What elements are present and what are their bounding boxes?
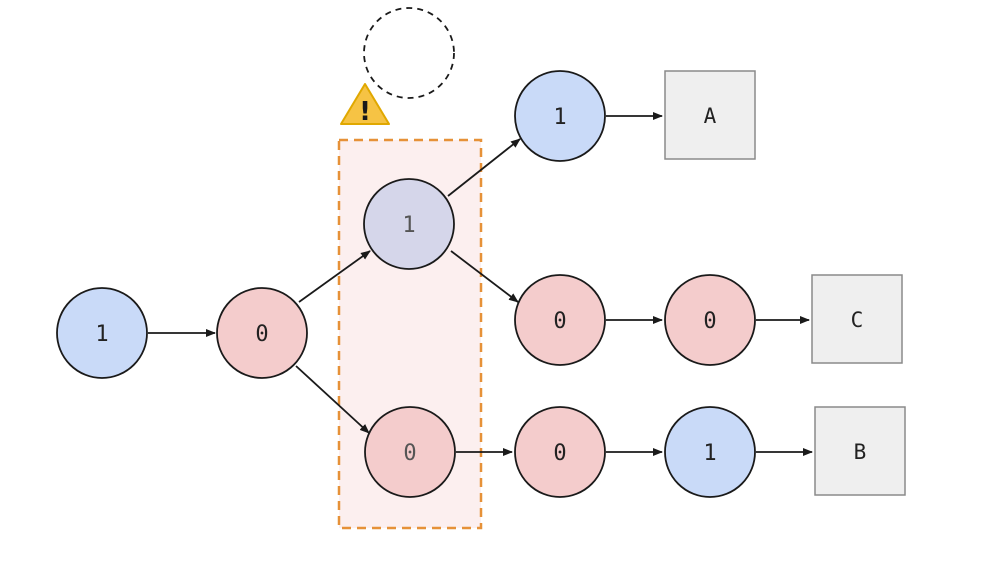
output-box-B: B [814,406,906,496]
node-n7: 0 [664,274,756,366]
node-n2: 0 [216,287,308,379]
warning-glyph: ! [359,97,371,127]
output-box-B-label: B [854,440,867,464]
output-box-C-label: C [851,308,864,332]
node-n5: 1 [514,70,606,162]
edge-n2-n4 [295,365,370,434]
output-box-C: C [811,274,903,364]
warning-triangle-icon: ! [340,83,390,127]
node-n1-label: 1 [95,322,108,347]
node-n4-label: 0 [403,441,416,466]
node-n8-label: 0 [553,441,566,466]
edge-n2-n3 [298,250,371,303]
node-n3: 1 [363,178,455,270]
empty-dashed-circle [363,7,455,99]
edge-n3-n6 [450,250,519,303]
node-n6-label: 0 [553,309,566,334]
node-n5-label: 1 [553,105,566,130]
output-box-A: A [664,70,756,160]
node-n9-label: 1 [703,441,716,466]
node-n6: 0 [514,274,606,366]
node-n3-label: 1 [402,213,415,238]
node-n4: 0 [364,406,456,498]
node-n1: 1 [56,287,148,379]
node-n2-label: 0 [255,322,268,347]
node-n9: 1 [664,406,756,498]
edges [148,112,813,456]
node-n8: 0 [514,406,606,498]
node-n7-label: 0 [703,309,716,334]
edge-n3-n5 [447,138,521,197]
output-box-A-label: A [704,104,717,128]
